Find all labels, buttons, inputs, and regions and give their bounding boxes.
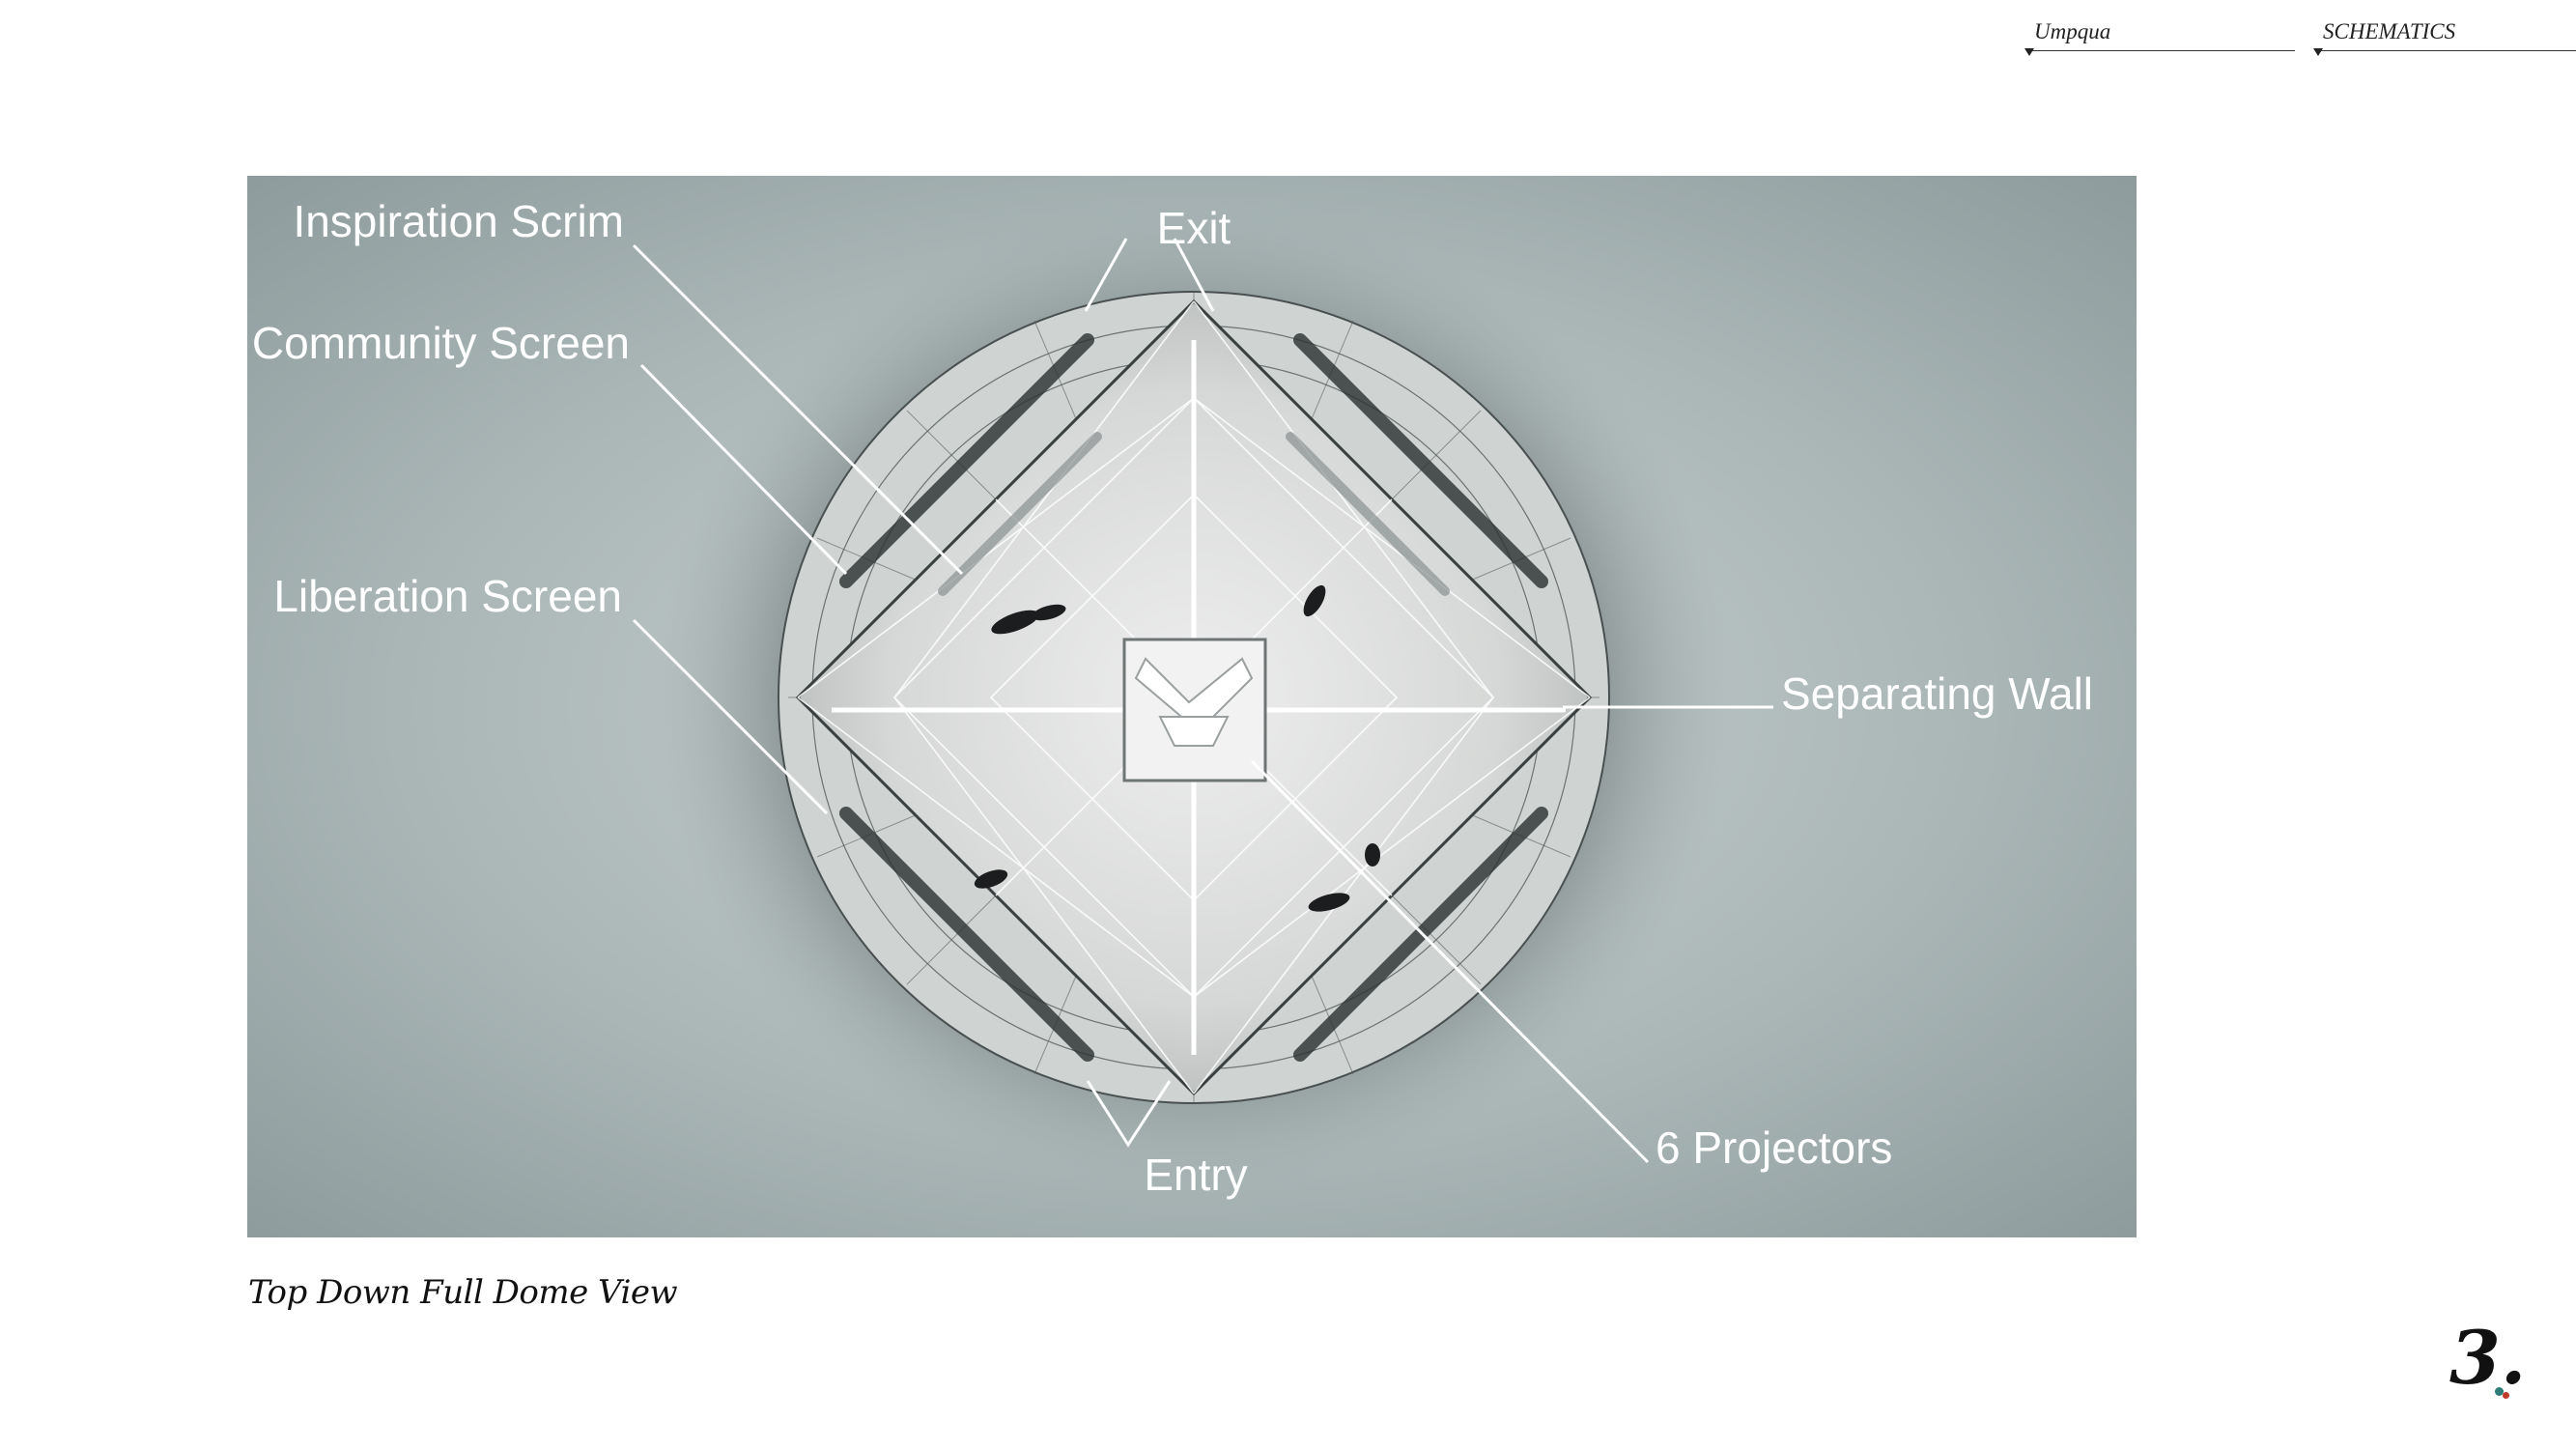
accent-dot-icon bbox=[2503, 1392, 2509, 1399]
header-project-field: Umpqua bbox=[2024, 17, 2295, 56]
header-project-label: Umpqua bbox=[2034, 19, 2111, 43]
triangle-marker-icon bbox=[2024, 48, 2034, 56]
label-community-screen: Community Screen bbox=[252, 318, 630, 368]
label-liberation-screen: Liberation Screen bbox=[273, 571, 622, 621]
figure-caption: Top Down Full Dome View bbox=[248, 1273, 678, 1312]
triangle-marker-icon bbox=[2313, 48, 2323, 56]
label-inspiration-scrim: Inspiration Scrim bbox=[293, 196, 624, 246]
label-separating-wall: Separating Wall bbox=[1781, 668, 2093, 719]
dome-render-image: Inspiration Scrim Community Screen Liber… bbox=[247, 176, 2137, 1237]
label-entry: Entry bbox=[1144, 1150, 1247, 1200]
header-section-field: SCHEMATICS bbox=[2313, 17, 2576, 56]
header-section-label: SCHEMATICS bbox=[2323, 19, 2456, 43]
accent-dot-icon bbox=[2495, 1387, 2504, 1396]
page-number: 3. bbox=[2449, 1315, 2527, 1401]
label-projectors: 6 Projectors bbox=[1656, 1122, 1892, 1173]
label-exit: Exit bbox=[1157, 203, 1231, 253]
